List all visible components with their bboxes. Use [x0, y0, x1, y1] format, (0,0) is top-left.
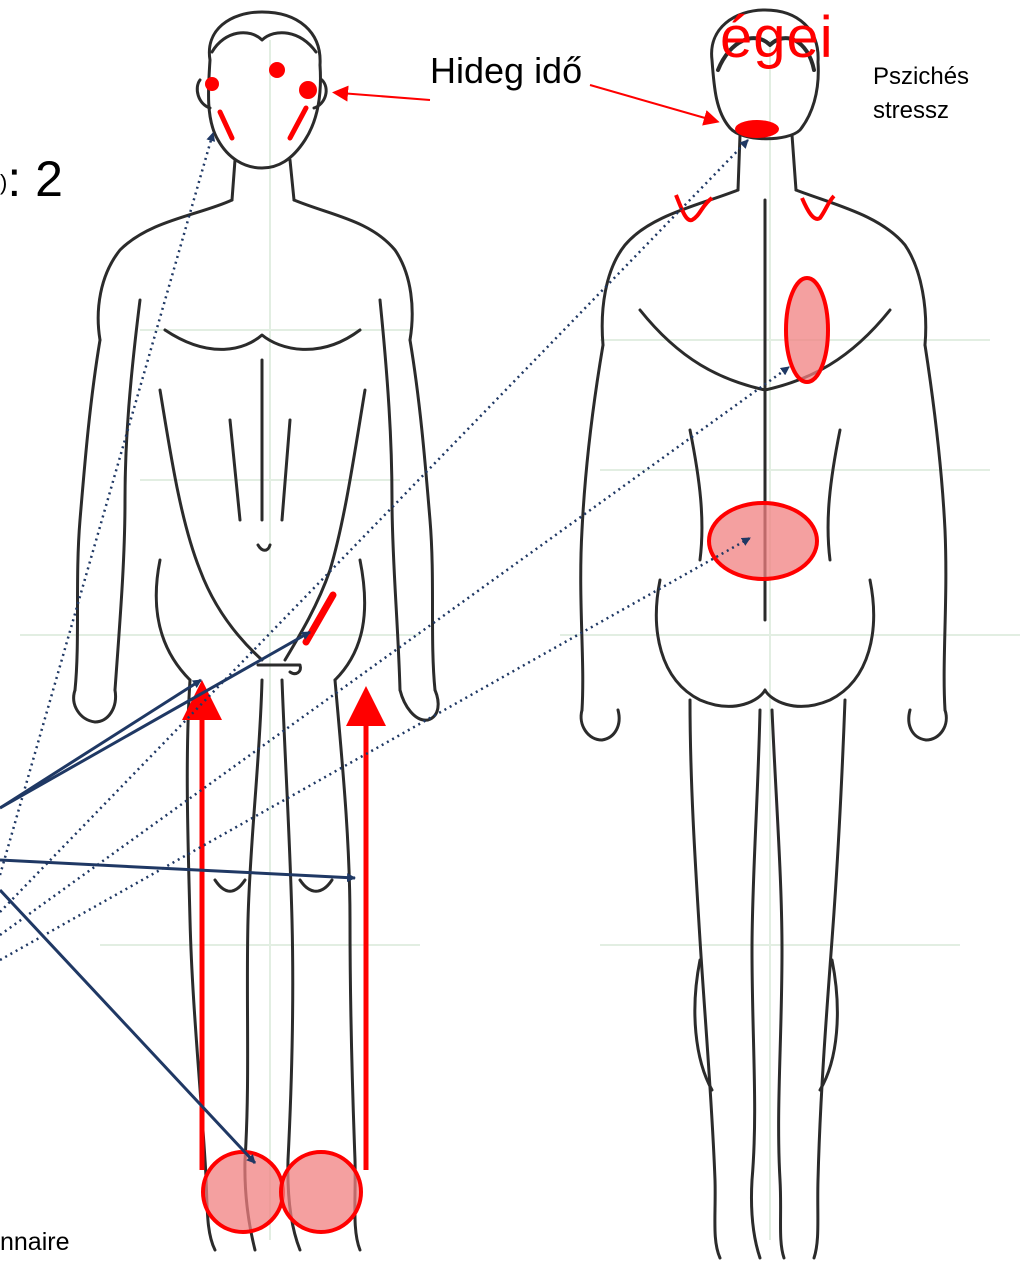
forehead-spot [269, 62, 285, 78]
cold-arrow-front [340, 93, 430, 100]
lower-back-mark [709, 503, 817, 579]
front-body-sketch [74, 12, 438, 1250]
temple-spot-left [205, 77, 219, 91]
cold-weather-label: Hideg idő [430, 50, 582, 92]
solid-arrow-groin [0, 632, 310, 808]
foot-mark-right [281, 1152, 361, 1232]
solid-arrow-foot [0, 890, 255, 1163]
neck-mark [735, 120, 779, 138]
solid-arrow-knee [0, 860, 355, 878]
solid-arrows [0, 632, 355, 1163]
stress-label-line1: Pszichés [873, 60, 1023, 94]
cold-arrow-back [590, 85, 712, 120]
subtitle-large-fragment: : 2 [7, 151, 63, 207]
title-fragment: égei [720, 4, 834, 71]
upper-back-mark [786, 278, 828, 382]
foot-mark-left [203, 1152, 283, 1232]
subtitle-fragment: ): 2 [0, 150, 63, 208]
stress-label: Pszichés stressz [873, 60, 1023, 128]
dotted-arrow-neck [0, 140, 748, 912]
questionnaire-label-fragment: nnaire [0, 1228, 70, 1257]
dotted-arrow-lower-back [0, 538, 750, 960]
stress-label-line2: stressz [873, 94, 1023, 128]
red-pain-markers [202, 62, 834, 1232]
temple-spot-right [299, 81, 317, 99]
solid-arrow-thigh [0, 680, 201, 808]
shoulder-mark-left [676, 195, 712, 220]
cheek-mark-left [220, 112, 232, 138]
cheek-mark-right [290, 108, 306, 138]
